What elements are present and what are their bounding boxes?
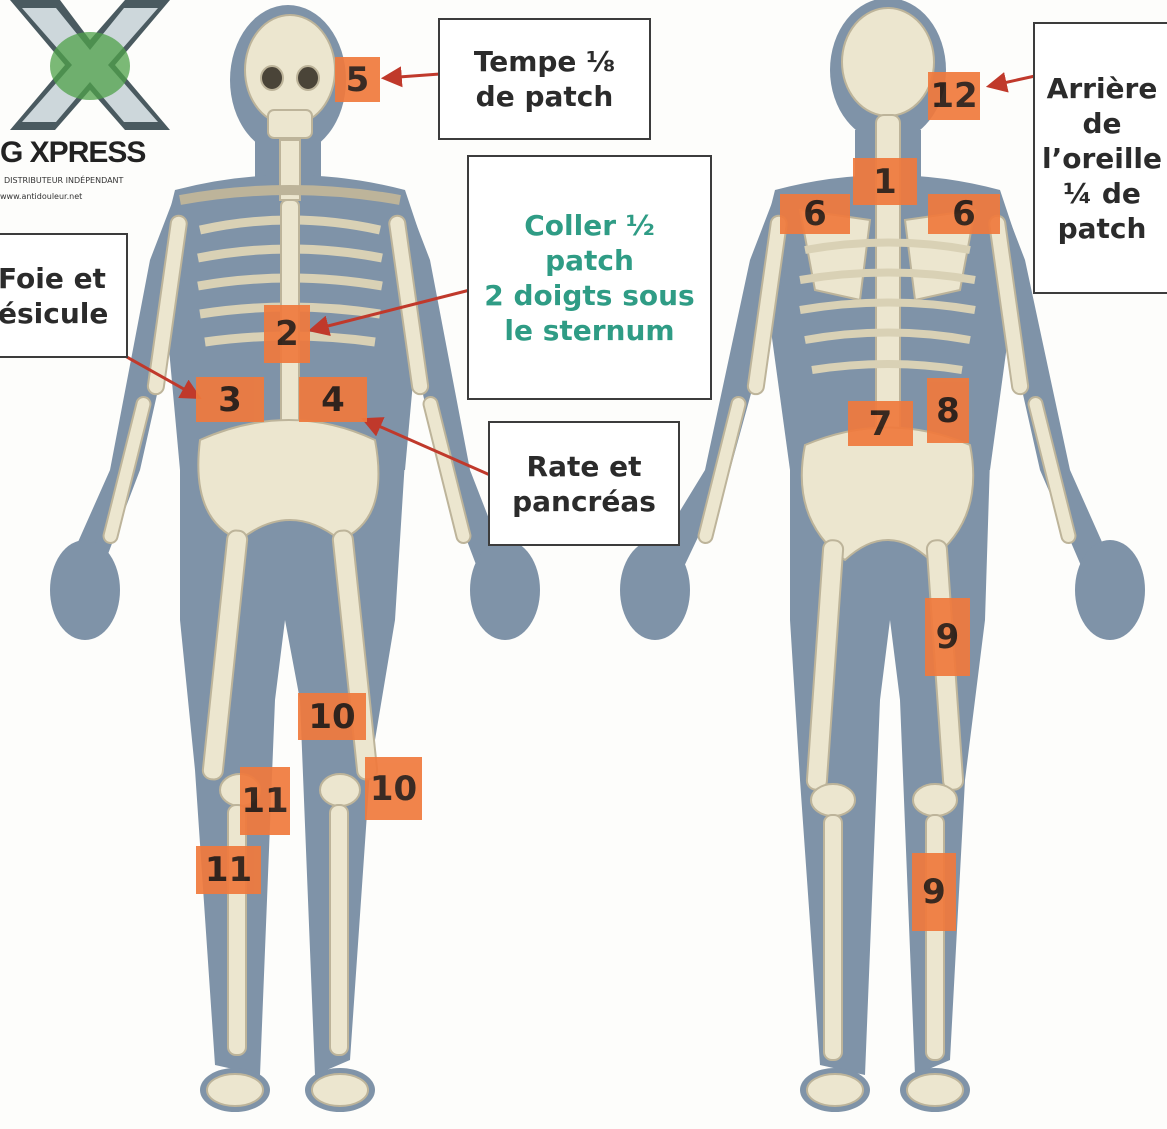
marker-11a: 11 [240, 767, 290, 835]
callout-foie-line: ésicule [0, 296, 108, 331]
callout-arriere-line: Arrière [1047, 71, 1158, 106]
marker-10a: 10 [298, 693, 366, 740]
callout-coller: Coller ½ patch 2 doigts sous le sternum [467, 155, 712, 400]
marker-1: 1 [853, 158, 917, 205]
marker-5: 5 [335, 57, 380, 102]
callout-tempe-line: Tempe ⅛ [474, 44, 615, 79]
callout-rate-line: Rate et [527, 449, 642, 484]
marker-11b: 11 [196, 846, 261, 894]
callout-arriere-line: l’oreille [1042, 141, 1162, 176]
marker-6-left: 6 [780, 194, 850, 234]
callout-rate-line: pancréas [512, 484, 656, 519]
marker-9-calf: 9 [912, 853, 956, 931]
logo-tagline: DISTRIBUTEUR INDÉPENDANT [4, 176, 123, 185]
callout-tempe-line: de patch [476, 79, 614, 114]
marker-4: 4 [299, 377, 367, 422]
callout-arriere-line: de [1082, 106, 1121, 141]
callout-arriere-line: ¼ de [1063, 176, 1141, 211]
callout-arriere-line: patch [1058, 211, 1147, 246]
callout-coller-line: 2 doigts sous [484, 278, 694, 313]
arrow-arriere [990, 76, 1035, 86]
callout-foie-line: Foie et [0, 261, 106, 296]
marker-3: 3 [196, 377, 264, 422]
marker-10b: 10 [365, 757, 422, 820]
marker-2: 2 [264, 305, 310, 363]
callout-arriere: Arrière de l’oreille ¼ de patch [1033, 22, 1167, 294]
callout-rate: Rate et pancréas [488, 421, 680, 546]
callout-coller-line: Coller ½ [524, 208, 655, 243]
marker-7: 7 [848, 401, 913, 446]
marker-12: 12 [928, 72, 980, 120]
callout-coller-line: le sternum [504, 313, 674, 348]
logo-brand: G XPRESS [0, 136, 145, 170]
marker-8: 8 [927, 378, 969, 443]
callout-coller-line: patch [545, 243, 634, 278]
callout-foie: Foie et ésicule [0, 233, 128, 358]
logo-url: www.antidouleur.net [0, 192, 82, 201]
logo: G XPRESS DISTRIBUTEUR INDÉPENDANT www.an… [0, 0, 175, 205]
marker-9-thigh: 9 [925, 598, 970, 676]
callout-tempe: Tempe ⅛ de patch [438, 18, 651, 140]
marker-6-right: 6 [928, 194, 1000, 234]
arrow-tempe [385, 74, 440, 78]
